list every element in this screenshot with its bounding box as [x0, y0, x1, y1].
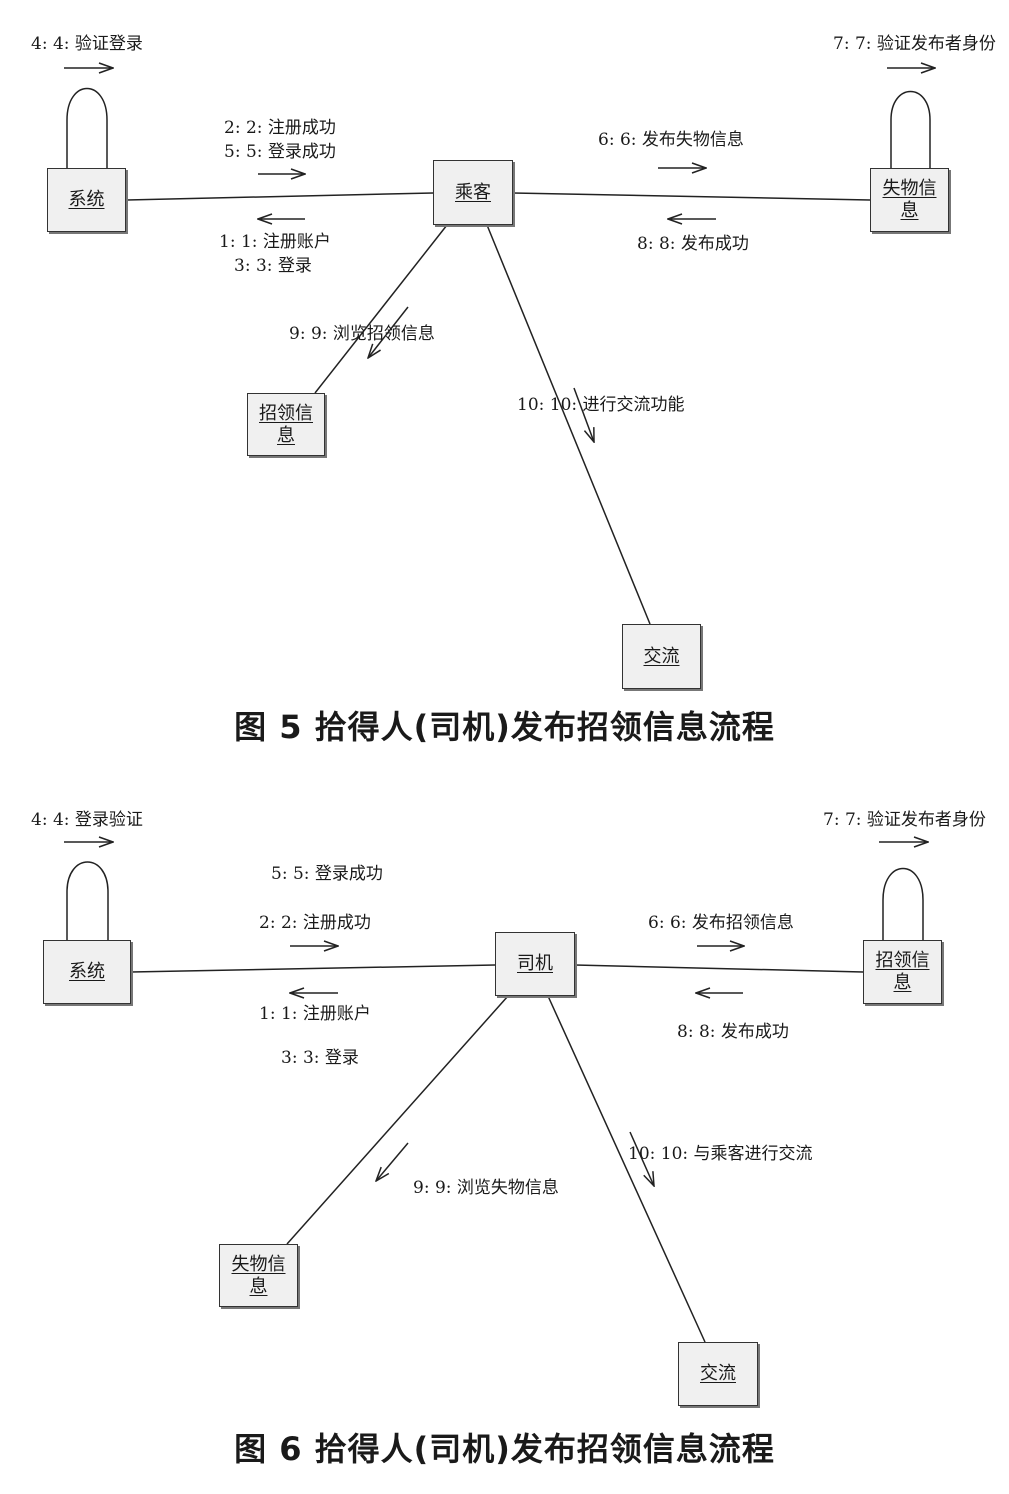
link-driver-claim-info: [574, 964, 864, 973]
figure-6: 系统 司机 招领信息 失物信息 交流 4: 4: 登录验证 7: 7: 验证发布…: [0, 760, 1009, 1494]
node-passenger-label: 乘客: [455, 181, 491, 203]
msg-8-label: 8: 8: 发布成功: [637, 234, 749, 254]
node-system[interactable]: 系统: [43, 940, 131, 1004]
node-system-label: 系统: [68, 189, 105, 210]
msg-3-label: 3: 3: 登录: [281, 1048, 359, 1068]
link-passenger-lost-info: [512, 192, 871, 201]
node-exchange-label: 交流: [643, 645, 680, 667]
node-exchange[interactable]: 交流: [678, 1342, 758, 1406]
figure-5-caption: 图 5 拾得人(司机)发布招领信息流程: [234, 708, 775, 746]
node-claim-info[interactable]: 招领信息: [247, 393, 325, 456]
msg-9-label: 9: 9: 浏览招领信息: [289, 324, 435, 344]
msg-10-label: 10: 10: 与乘客进行交流: [628, 1144, 813, 1164]
link-driver-lost-info: [286, 995, 509, 1245]
msg-5-label: 5: 5: 登录成功: [271, 864, 383, 884]
msg-2-label: 2: 2: 注册成功: [224, 118, 336, 138]
msg-9-label: 9: 9: 浏览失物信息: [413, 1178, 559, 1198]
self-loop-system: [66, 87, 108, 168]
node-lost-info[interactable]: 失物信息: [219, 1244, 298, 1307]
node-claim-info[interactable]: 招领信息: [863, 940, 942, 1004]
msg-6-label: 6: 6: 发布招领信息: [648, 913, 794, 933]
self-loop-claim-info: [882, 867, 924, 940]
figure-6-caption: 图 6 拾得人(司机)发布招领信息流程: [234, 1430, 775, 1468]
figure-5-connectors: [64, 0, 1009, 625]
msg-5-label: 5: 5: 登录成功: [224, 142, 336, 162]
arrow-msg-9: [368, 306, 409, 358]
msg-1-label: 1: 1: 注册账户: [219, 232, 331, 252]
node-exchange-label: 交流: [700, 1363, 736, 1384]
node-driver-label: 司机: [517, 953, 553, 974]
msg-7-label: 7: 7: 验证发布者身份: [833, 34, 996, 54]
arrow-msg-10: [629, 1131, 654, 1186]
msg-6-label: 6: 6: 发布失物信息: [598, 130, 744, 150]
msg-4-label: 4: 4: 验证登录: [31, 34, 143, 54]
node-claim-info-label: 招领信息: [875, 950, 930, 993]
msg-3-label: 3: 3: 登录: [234, 256, 312, 276]
node-system[interactable]: 系统: [47, 168, 126, 232]
msg-2-label: 2: 2: 注册成功: [259, 913, 371, 933]
node-lost-info[interactable]: 失物信息: [870, 168, 949, 232]
self-loop-system: [66, 861, 109, 940]
link-system-passenger: [125, 192, 434, 201]
node-claim-info-label: 招领信息: [259, 402, 313, 446]
link-passenger-claim-info: [314, 224, 448, 394]
figure-5: 系统 乘客 失物信息 招领信息 交流 4: 4: 验证登录 7: 7: 验证发布…: [31, 0, 1009, 746]
msg-4-label: 4: 4: 登录验证: [31, 810, 143, 830]
msg-8-label: 8: 8: 发布成功: [677, 1022, 789, 1042]
node-driver[interactable]: 司机: [495, 932, 575, 996]
node-exchange[interactable]: 交流: [622, 624, 701, 689]
node-system-label: 系统: [69, 961, 105, 982]
msg-10-label: 10: 10: 进行交流功能: [517, 395, 685, 415]
arrow-msg-10: [573, 387, 594, 442]
msg-1-label: 1: 1: 注册账户: [259, 1004, 371, 1024]
node-passenger[interactable]: 乘客: [433, 160, 513, 225]
self-loop-lost-info: [890, 90, 931, 168]
node-lost-info-label: 失物信息: [882, 178, 937, 221]
figure-6-connectors: [64, 760, 1009, 1343]
node-lost-info-label: 失物信息: [231, 1253, 286, 1297]
link-system-driver: [130, 964, 496, 973]
link-driver-exchange: [547, 995, 706, 1343]
arrow-msg-9: [376, 1142, 409, 1181]
msg-7-label: 7: 7: 验证发布者身份: [823, 810, 986, 830]
link-passenger-exchange: [486, 224, 651, 625]
